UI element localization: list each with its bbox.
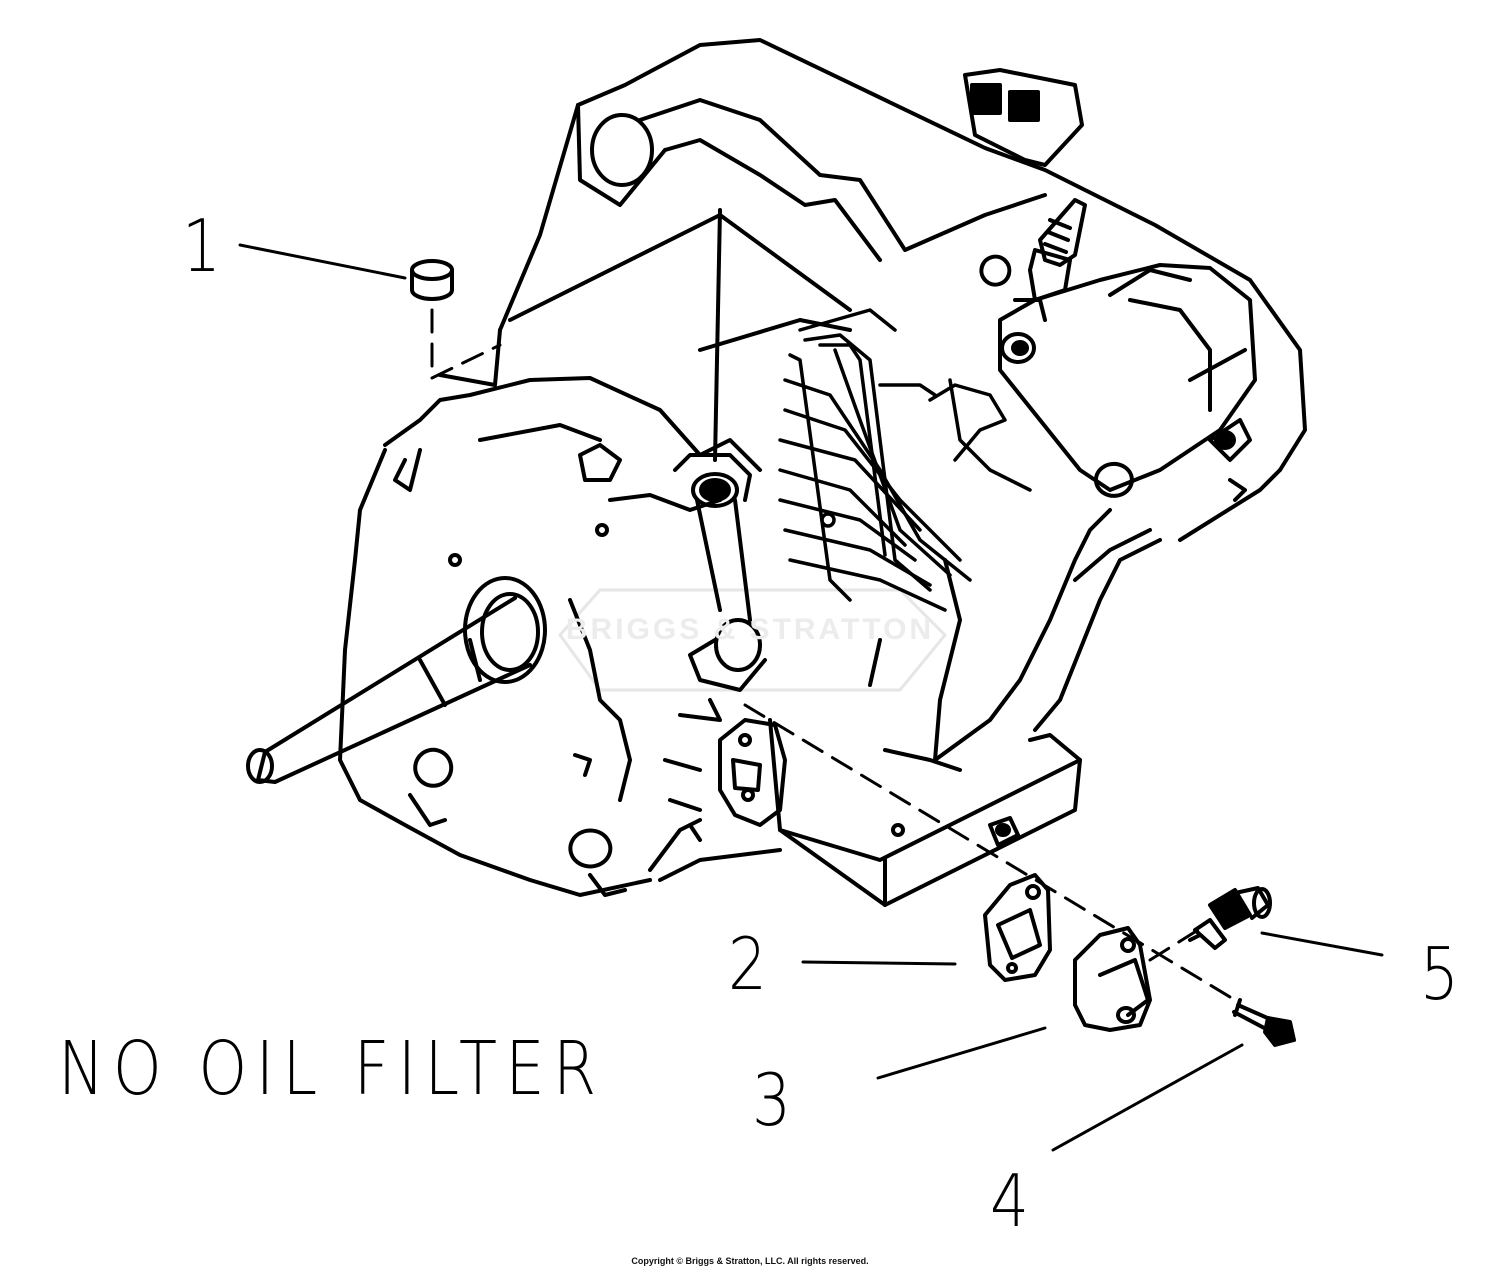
part-1-cap (410, 259, 454, 301)
leader-2 (801, 960, 957, 966)
engine-base (768, 718, 1082, 907)
watermark-text: BRIGGS & STRATTON (565, 613, 935, 646)
copyright-notice: Copyright © Briggs & Stratton, LLC. All … (631, 1256, 869, 1266)
leader-5 (1260, 931, 1384, 957)
no-oil-filter-note: NO OIL FILTER (58, 1026, 605, 1112)
callout-4: 4 (990, 1159, 1029, 1243)
leader-4 (1051, 1043, 1244, 1152)
part-4-bolt (1232, 998, 1296, 1047)
valve-cover (998, 263, 1257, 502)
part-2-gasket (983, 873, 1052, 982)
leader-lines (238, 243, 1384, 1152)
oil-fill-tube (673, 208, 767, 692)
cylinder-fins (778, 308, 1032, 612)
leader-1 (238, 243, 407, 280)
crankshaft (246, 576, 547, 784)
callout-2: 2 (728, 922, 767, 1006)
callout-3: 3 (752, 1058, 791, 1142)
engine-block (246, 38, 1307, 907)
part-3-adapter-plate (1073, 926, 1152, 1032)
leader-3 (876, 1026, 1047, 1080)
assembly-lines (430, 308, 1242, 1005)
flange-pad (648, 698, 787, 882)
part-5-fitting (1188, 886, 1272, 950)
callout-1: 1 (182, 204, 221, 288)
callout-5: 5 (1420, 932, 1459, 1016)
spark-plug (979, 198, 1087, 322)
